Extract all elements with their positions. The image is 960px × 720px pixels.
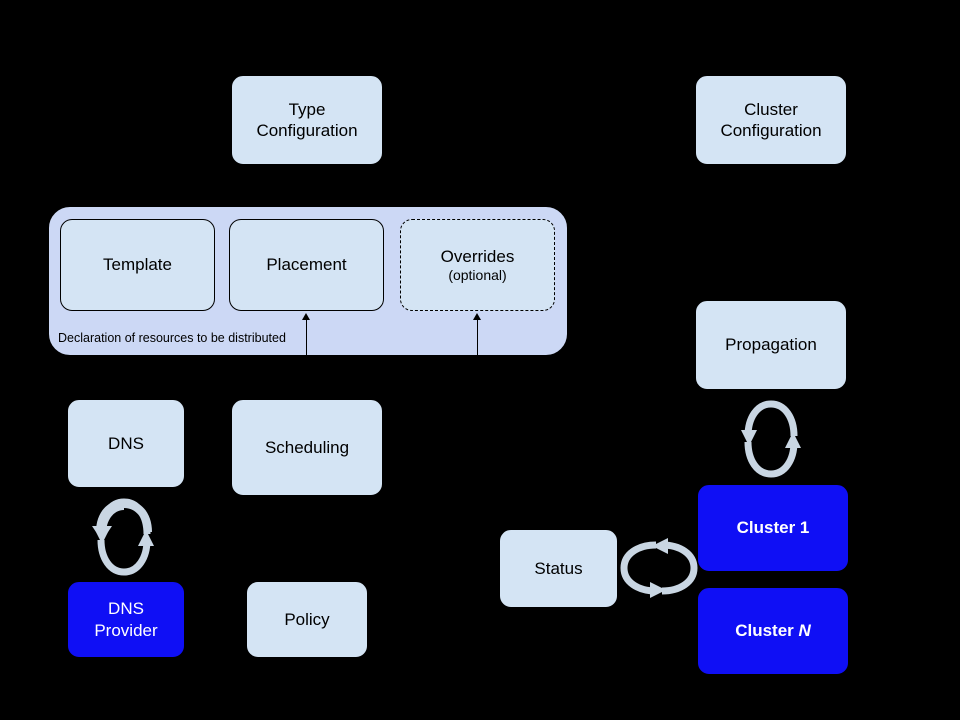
node-dns-label: DNS <box>108 433 144 453</box>
node-propagation[interactable]: Propagation <box>695 300 847 390</box>
connector-scheduling-to-placement-arrowhead <box>302 313 310 320</box>
node-type-configuration-label: Type Configuration <box>256 99 358 140</box>
node-overrides-label: Overrides <box>440 246 515 266</box>
node-cluster-n-label: Cluster N <box>735 620 811 641</box>
node-cluster-n-prefix: Cluster <box>735 621 799 641</box>
node-template[interactable]: Template <box>60 219 215 311</box>
node-scheduling[interactable]: Scheduling <box>231 399 383 496</box>
connector-type-config-to-overrides <box>477 196 478 208</box>
node-cluster-1-label: Cluster 1 <box>736 518 810 538</box>
connector-type-config-to-placement <box>306 196 307 208</box>
node-propagation-label: Propagation <box>725 335 817 355</box>
node-status[interactable]: Status <box>499 529 618 608</box>
node-cluster-n[interactable]: Cluster N <box>697 587 849 675</box>
connector-policy-to-overrides-arrowhead <box>473 313 481 320</box>
sync-arrows-icon-propagation <box>735 396 807 482</box>
node-scheduling-label: Scheduling <box>264 437 350 457</box>
group-caption: Declaration of resources to be distribut… <box>58 331 286 345</box>
node-policy[interactable]: Policy <box>246 581 368 658</box>
node-cluster-1[interactable]: Cluster 1 <box>697 484 849 572</box>
node-overrides-sublabel: (optional) <box>448 267 507 284</box>
node-template-label: Template <box>103 255 172 275</box>
node-dns-provider[interactable]: DNS Provider <box>67 581 185 658</box>
node-dns-provider-label: DNS Provider <box>94 599 158 640</box>
connector-policy-to-overrides <box>477 319 478 357</box>
node-status-label: Status <box>534 558 583 578</box>
node-cluster-configuration[interactable]: Cluster Configuration <box>695 75 847 165</box>
node-cluster-n-suffix: N <box>798 621 811 641</box>
node-placement-label: Placement <box>266 255 347 275</box>
connector-type-config-to-template <box>137 196 138 208</box>
node-dns[interactable]: DNS <box>67 399 185 488</box>
node-placement[interactable]: Placement <box>229 219 384 311</box>
node-overrides[interactable]: Overrides (optional) <box>400 219 555 311</box>
sync-arrows-icon-status <box>616 532 702 604</box>
connector-scheduling-to-placement <box>306 319 307 357</box>
node-policy-label: Policy <box>284 609 330 629</box>
sync-arrows-icon-dns <box>88 494 160 580</box>
node-cluster-configuration-label: Cluster Configuration <box>720 99 822 140</box>
node-type-configuration[interactable]: Type Configuration <box>231 75 383 165</box>
